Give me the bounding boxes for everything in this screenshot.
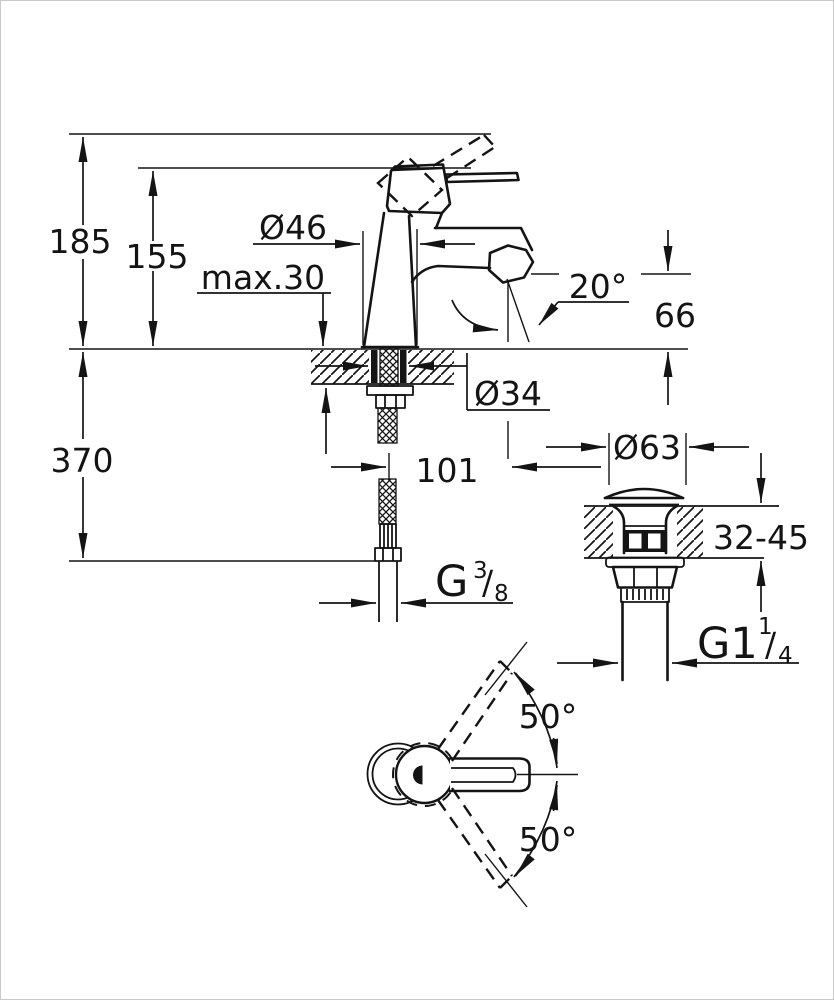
hatch-right — [408, 350, 454, 384]
thread-ticks — [626, 589, 664, 600]
handle-body-dashed — [376, 155, 444, 218]
drain-hex-nut — [611, 565, 679, 589]
label-drain-thread-slash: / — [765, 625, 777, 664]
dimension-d46: Ø46 — [253, 208, 475, 345]
hose-hex-nut — [374, 547, 402, 562]
dimension-50deg-down: 50° — [513, 780, 578, 878]
faucet-side-view — [360, 133, 535, 349]
label-body-diameter: Ø46 — [259, 208, 327, 247]
dimension-d63: Ø63 — [546, 428, 749, 485]
hatch-left — [311, 350, 369, 384]
handle-lever — [444, 171, 520, 184]
drain-assembly — [584, 487, 779, 682]
label-total-height: 185 — [49, 222, 112, 261]
drain-window-left — [629, 533, 642, 549]
swing-up-extension-line — [484, 641, 528, 696]
dimension-185: 185 — [49, 137, 112, 346]
supply-hose-upper — [377, 407, 398, 444]
spout-underside — [410, 264, 492, 284]
label-drain-thread: G1 — [697, 619, 758, 669]
lever-swing-up-dashed — [437, 660, 513, 762]
dimension-max30: max.30 — [197, 258, 331, 454]
label-deck-range: 32-45 — [713, 518, 809, 557]
dimension-155: 155 — [126, 171, 189, 346]
label-spout-reach: 101 — [416, 451, 479, 490]
label-supply-thread: G — [435, 557, 468, 607]
label-hole-diameter: Ø34 — [474, 374, 542, 413]
label-spout-angle: 20° — [569, 267, 628, 306]
dimension-3245: 32-45 — [713, 453, 809, 612]
handle-cap-line — [390, 166, 444, 172]
label-supply-thread-slash: / — [482, 563, 494, 602]
outlet-angle-line — [506, 278, 530, 343]
supply-hose-lower — [374, 478, 402, 622]
dimension-101: 101 — [331, 421, 601, 490]
dimension-20deg: 20° — [531, 267, 691, 326]
handle-spout-step — [434, 211, 444, 230]
handle-cap-circle — [394, 744, 455, 805]
spout-angle-arc-arrow — [451, 299, 499, 333]
countertop-section — [311, 346, 454, 444]
body-left-edge — [362, 211, 386, 349]
lever-pivot-mark — [413, 765, 423, 785]
drain-dome-top — [603, 487, 685, 500]
drain-window-right — [648, 533, 661, 549]
deck-hatch-left — [584, 506, 613, 558]
label-drain-diameter: Ø63 — [613, 428, 681, 467]
shank-section-right — [400, 350, 407, 383]
label-hose-drop: 370 — [51, 441, 114, 480]
handle-raised-position — [376, 133, 496, 218]
dimension-370: 370 — [51, 352, 114, 558]
lever-dashed-cap — [483, 134, 496, 148]
dimension-g114: G1 1 / 4 — [557, 614, 799, 669]
deck-hatch-right — [677, 506, 703, 558]
swing-down-extension-line — [484, 853, 528, 908]
faucet-top-view — [366, 641, 578, 908]
label-drain-thread-num: 1 — [758, 614, 773, 640]
shank-section-left — [371, 350, 378, 383]
label-outlet-height: 66 — [654, 296, 696, 335]
label-swing-up: 50° — [519, 697, 578, 736]
lever-dashed-bottom — [446, 145, 496, 180]
mounting-washer — [366, 385, 414, 396]
dimension-66: 66 — [654, 230, 696, 405]
drain-thread-collar — [620, 586, 670, 603]
drain-body-left — [611, 504, 626, 555]
dimension-d34: Ø34 — [315, 353, 550, 413]
aerator — [487, 244, 535, 284]
dimension-g38: G 3 / 8 — [319, 557, 513, 608]
drain-flange — [605, 556, 685, 568]
hose-braid — [378, 478, 397, 525]
lever-inner-line — [451, 767, 517, 783]
label-deck-max: max.30 — [201, 258, 325, 297]
label-body-height: 155 — [126, 237, 189, 276]
spout-top-edge — [433, 226, 534, 252]
label-swing-down: 50° — [519, 820, 578, 859]
threaded-stud — [379, 346, 399, 387]
lever-dashed-top — [432, 133, 485, 168]
label-supply-thread-den: 8 — [494, 581, 509, 607]
mounting-nut — [375, 394, 406, 409]
lever-fill — [450, 759, 529, 791]
label-drain-thread-den: 4 — [778, 643, 793, 669]
label-supply-thread-num: 3 — [473, 558, 488, 584]
drain-body-right — [664, 504, 679, 555]
dimension-50deg-up: 50° — [513, 671, 578, 769]
lever-swing-down-dashed — [437, 787, 513, 889]
